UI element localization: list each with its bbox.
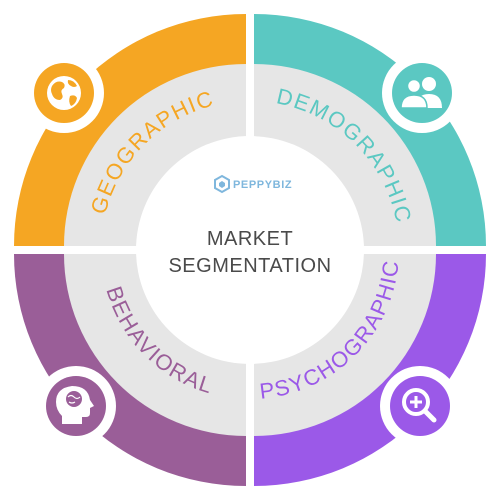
center-title-line-1: MARKET (207, 228, 293, 250)
brand-logo: PEPPYBIZ (214, 174, 292, 194)
center-title-line-2: SEGMENTATION (168, 255, 331, 277)
demographic-badge (382, 53, 462, 133)
globe-icon (47, 76, 81, 110)
hexagon-logo-icon (214, 174, 230, 194)
psychographic-badge (380, 366, 460, 446)
brain-head-icon (56, 386, 94, 424)
behavioral-badge (36, 366, 116, 446)
center-circle (136, 136, 364, 364)
people-icon (400, 77, 442, 109)
magnifier-plus-icon (402, 388, 437, 423)
brand-name: PEPPYBIZ (233, 179, 292, 191)
geographic-badge (24, 53, 104, 133)
